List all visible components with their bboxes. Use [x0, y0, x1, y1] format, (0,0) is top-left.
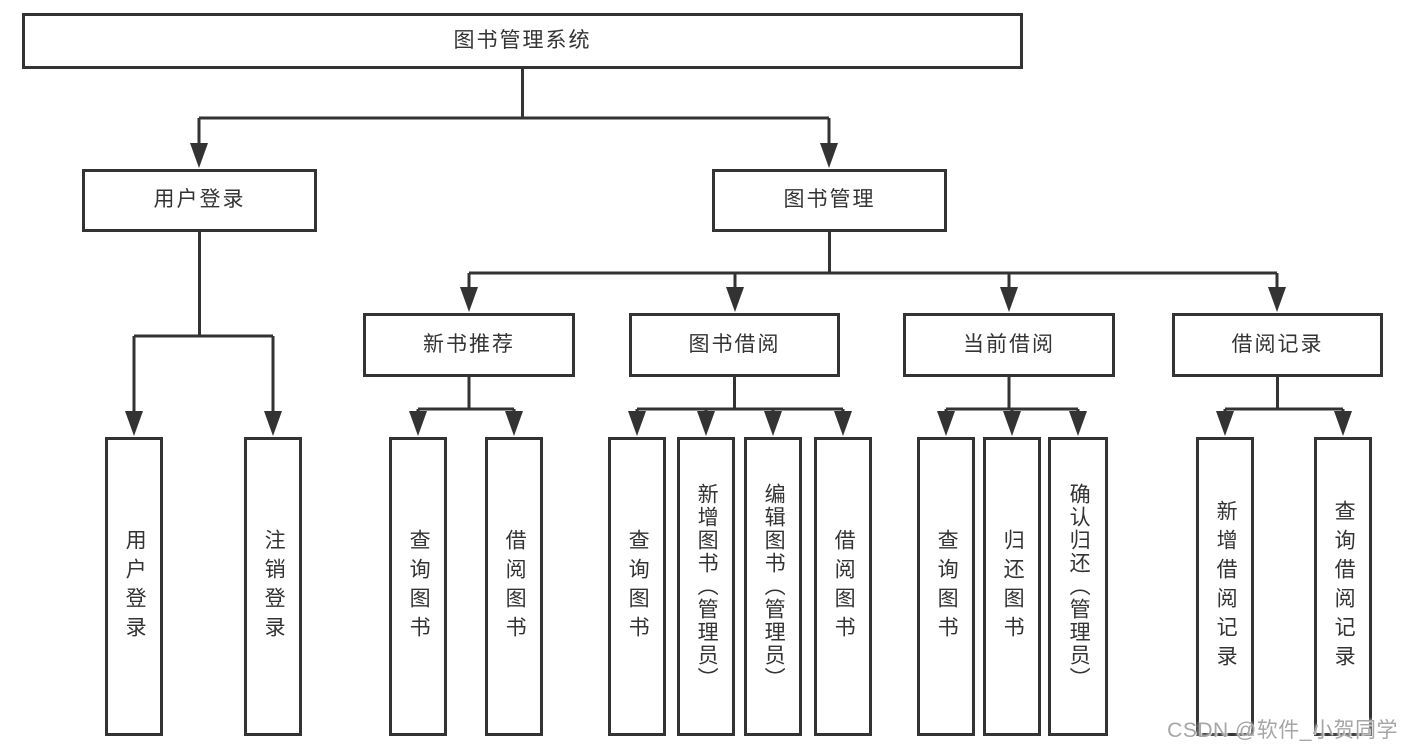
leaf-label: 用户登录 — [123, 528, 147, 645]
leaf-label: 注销登录 — [262, 528, 286, 645]
leaf-label: 查询图书 — [935, 528, 959, 645]
leaf-label: 查询图书 — [626, 528, 650, 645]
leaf-bb-add-books-admin: 新增图书（管理员） — [677, 437, 735, 736]
node-label: 新书推荐 — [423, 332, 515, 356]
node-label: 图书管理 — [783, 188, 876, 212]
node-label: 借阅记录 — [1231, 332, 1324, 356]
leaf-bb-query-books: 查询图书 — [608, 437, 666, 736]
csdn-watermark: CSDN @软件_小贺同学 — [1167, 719, 1398, 742]
leaf-cb-query-books: 查询图书 — [917, 437, 975, 736]
leaf-label: 查询借阅记录 — [1332, 499, 1356, 674]
leaf-cb-return-books: 归还图书 — [983, 437, 1041, 736]
leaf-nbr-query-books: 查询图书 — [389, 437, 447, 736]
leaf-cb-confirm-return-admin: 确认归还（管理员） — [1048, 437, 1108, 736]
leaf-label: 归还图书 — [1001, 528, 1025, 645]
leaf-logout: 注销登录 — [244, 437, 302, 736]
node-new-book-recommend: 新书推荐 — [363, 313, 575, 377]
leaf-bb-borrow-books: 借阅图书 — [814, 437, 872, 736]
node-book-borrowing: 图书借阅 — [629, 313, 840, 377]
leaf-label: 借阅图书 — [832, 528, 856, 645]
leaf-br-add-borrow-record: 新增借阅记录 — [1196, 437, 1254, 736]
node-label: 图书借阅 — [688, 332, 781, 356]
node-current-borrowing: 当前借阅 — [903, 313, 1115, 377]
leaf-label: 确认归还（管理员） — [1067, 483, 1091, 690]
leaf-label: 编辑图书（管理员） — [762, 483, 786, 690]
leaf-user-login: 用户登录 — [105, 437, 163, 736]
node-library-management-system: 图书管理系统 — [22, 13, 1023, 69]
leaf-bb-edit-books-admin: 编辑图书（管理员） — [744, 437, 802, 736]
leaf-br-query-borrow-record: 查询借阅记录 — [1314, 437, 1372, 736]
node-borrowing-records: 借阅记录 — [1172, 313, 1383, 377]
node-user-login: 用户登录 — [82, 169, 317, 232]
leaf-label: 新增借阅记录 — [1214, 499, 1238, 674]
node-label: 图书管理系统 — [453, 28, 592, 52]
node-label: 当前借阅 — [963, 332, 1055, 356]
node-book-management: 图书管理 — [712, 169, 947, 232]
leaf-label: 借阅图书 — [503, 528, 527, 645]
leaf-label: 新增图书（管理员） — [695, 483, 719, 690]
leaf-nbr-borrow-books: 借阅图书 — [485, 437, 543, 736]
node-label: 用户登录 — [153, 188, 246, 212]
leaf-label: 查询图书 — [407, 528, 431, 645]
